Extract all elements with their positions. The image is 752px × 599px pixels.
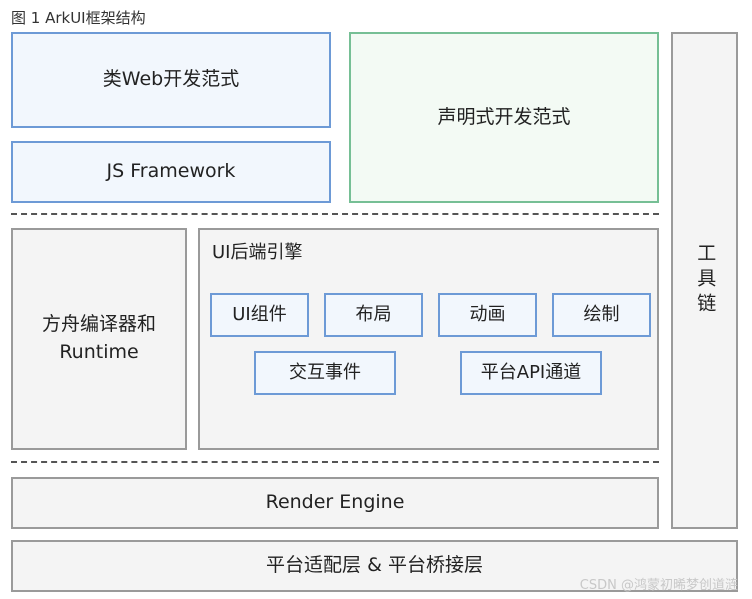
compiler-runtime-box: 方舟编译器和 Runtime [11, 228, 187, 450]
chip-animation: 动画 [438, 293, 537, 337]
layer-divider-bottom [11, 461, 659, 463]
chip-interaction-events: 交互事件 [254, 351, 396, 395]
chip-drawing: 绘制 [552, 293, 651, 337]
figure-title: 图 1 ArkUI框架结构 [11, 9, 146, 27]
web-paradigm-box: 类Web开发范式 [11, 32, 331, 128]
watermark: CSDN @鸿蒙初晞梦创道涟 [579, 578, 738, 593]
js-framework-box: JS Framework [11, 141, 331, 203]
compiler-runtime-line1: 方舟编译器和 [41, 313, 156, 336]
compiler-runtime-line2: Runtime [59, 341, 139, 363]
chip-platform-api-channel: 平台API通道 [460, 351, 602, 395]
declarative-paradigm-box: 声明式开发范式 [349, 32, 659, 203]
chip-layout: 布局 [324, 293, 423, 337]
render-engine-box: Render Engine [11, 477, 659, 529]
layer-divider-top [11, 213, 659, 215]
platform-layer-box: 平台适配层 & 平台桥接层 [11, 540, 738, 592]
ui-backend-engine-box: UI后端引擎 UI组件 布局 动画 绘制 交互事件 平台API通道 [198, 228, 659, 450]
toolchain-label: 工具链 [694, 243, 717, 318]
toolchain-box: 工具链 [671, 32, 738, 529]
chip-ui-components: UI组件 [210, 293, 309, 337]
ui-backend-engine-title: UI后端引擎 [212, 242, 303, 263]
